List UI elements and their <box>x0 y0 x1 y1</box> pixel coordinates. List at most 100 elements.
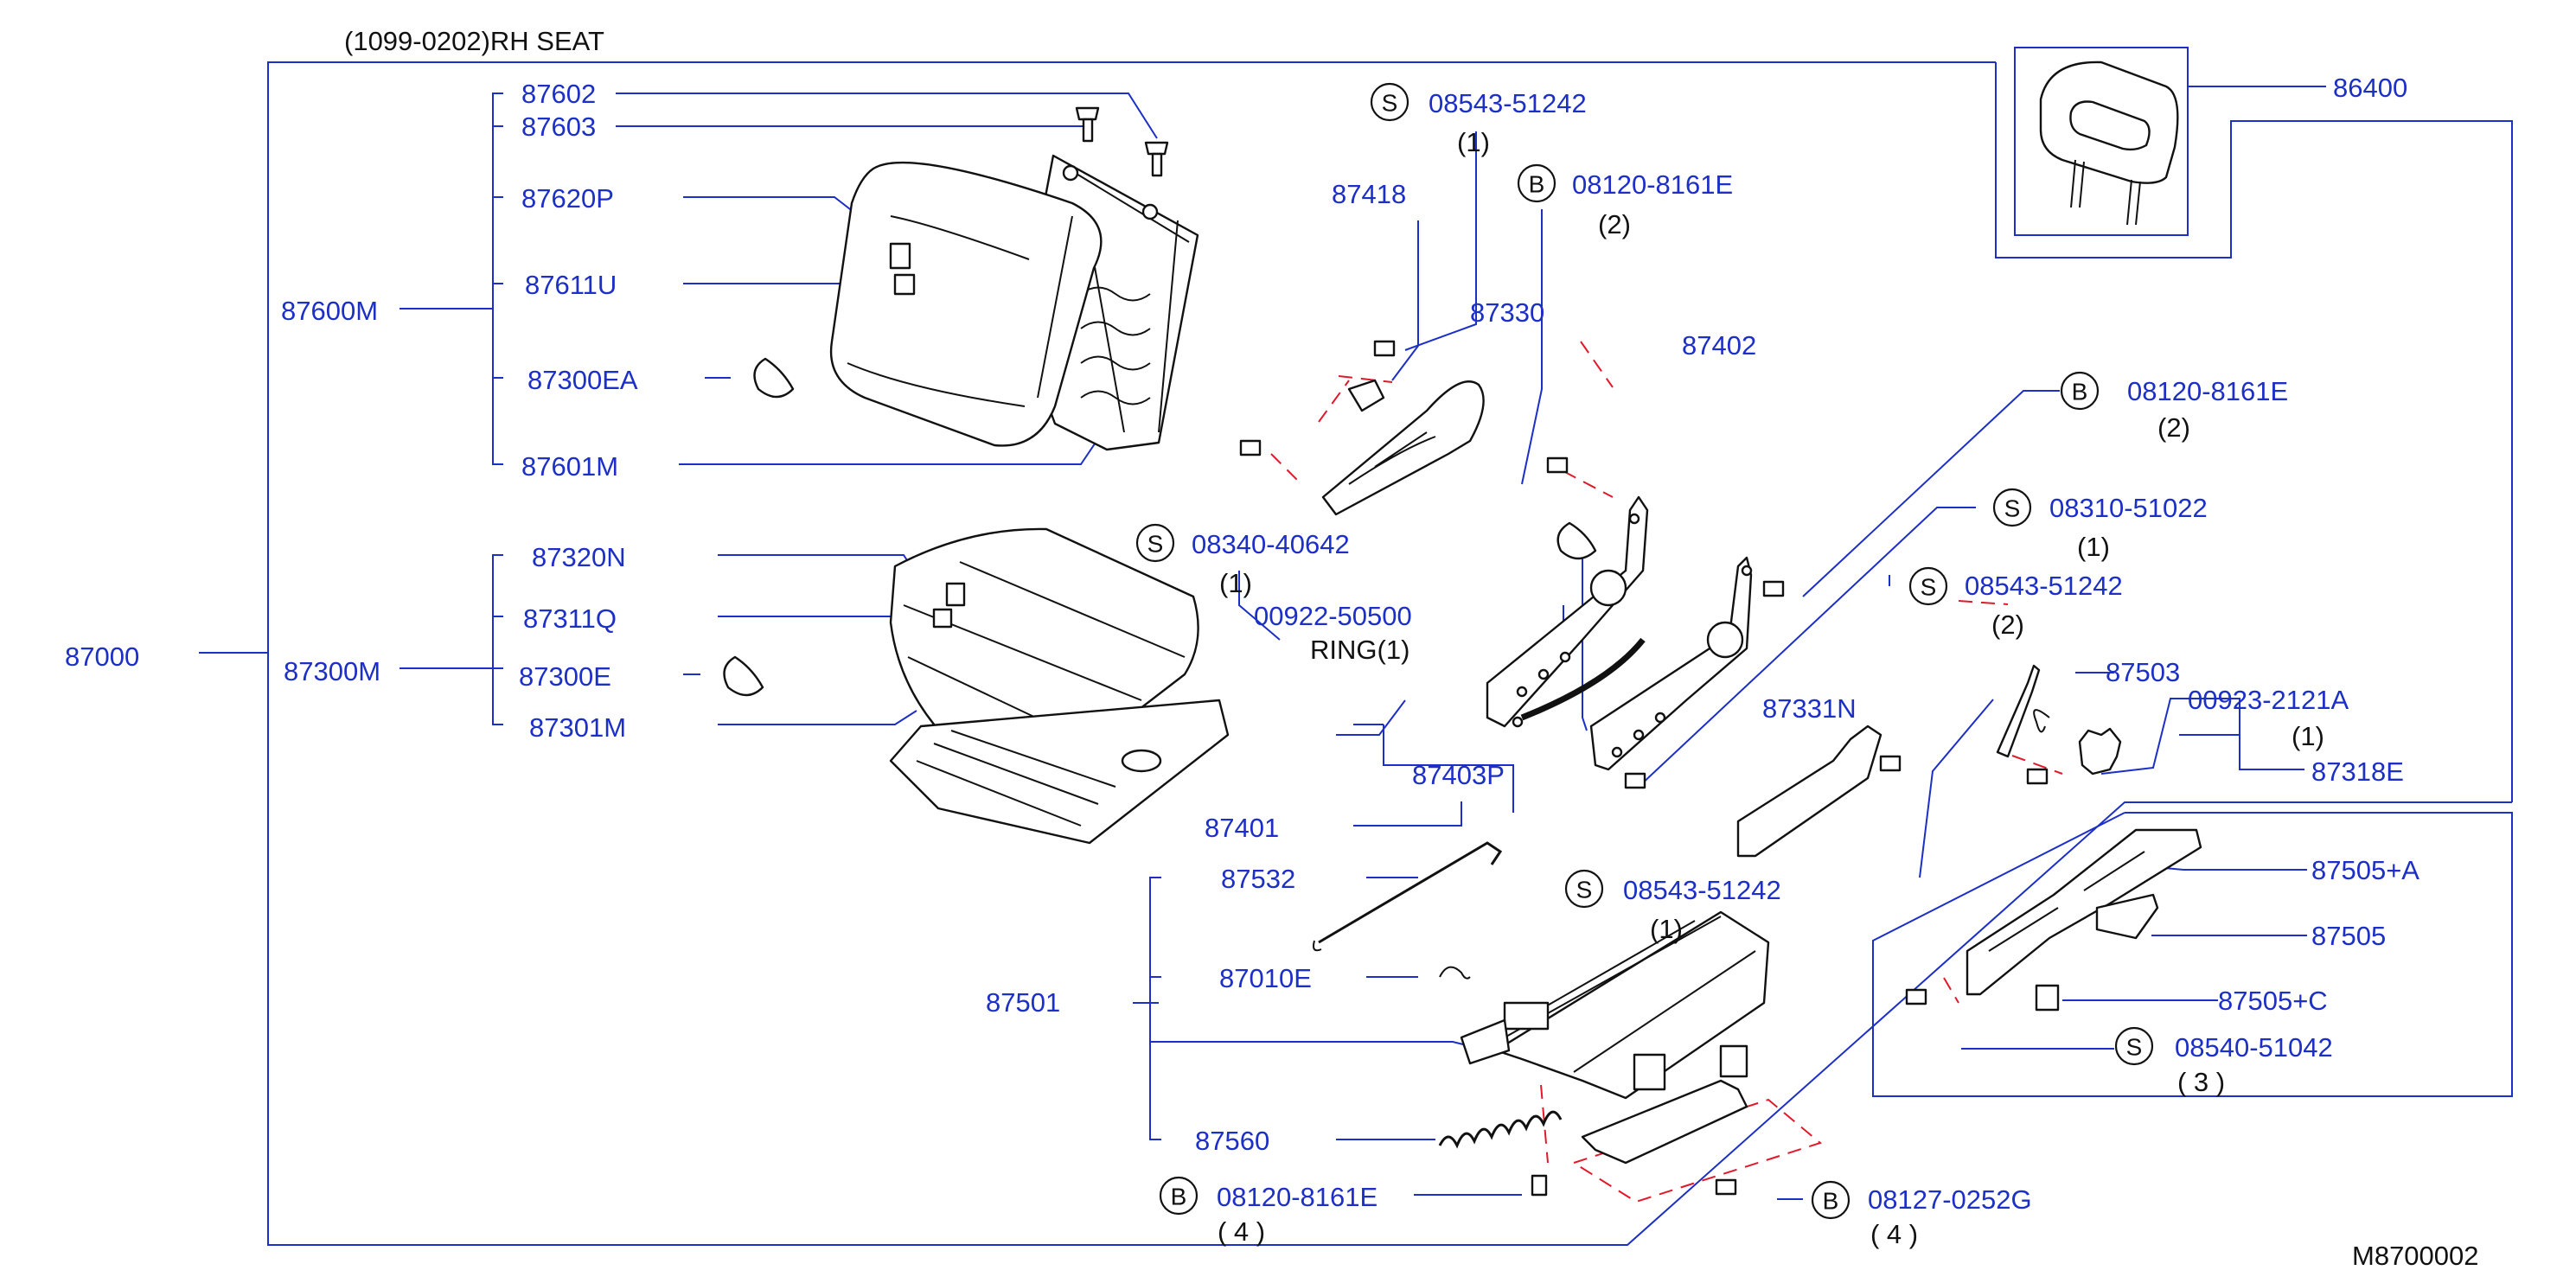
label-87620P[interactable]: 87620P <box>521 183 614 214</box>
label-87611U[interactable]: 87611U <box>525 270 617 300</box>
fastener-f3[interactable]: B 08120-8161E (2) <box>2060 371 2288 443</box>
label-87505[interactable]: 87505 <box>2311 921 2386 951</box>
label-87501[interactable]: 87501 <box>986 987 1060 1018</box>
fastener-f12-prefix: B <box>1823 1188 1839 1215</box>
fastener-f7-code: 00922-50500 <box>1254 601 1412 631</box>
fastener-f9-qty: (1) <box>1650 914 1683 944</box>
fastener-f7[interactable]: 00922-50500 RING(1) <box>1254 601 1412 665</box>
label-87000[interactable]: 87000 <box>65 642 139 672</box>
fastener-f5-code: 08543-51242 <box>1965 571 2123 601</box>
fastener-f11-prefix: B <box>1171 1184 1187 1210</box>
fastener-f6-prefix: S <box>1147 531 1164 558</box>
cover-87330 <box>1321 380 1485 516</box>
fastener-f5[interactable]: S 08543-51242 (2) <box>1908 566 2123 640</box>
knob-87318E <box>2078 727 2122 776</box>
seat-track-87501 <box>1460 910 1770 1165</box>
label-87331N[interactable]: 87331N <box>1762 693 1857 724</box>
rod-87532 <box>1318 841 1503 944</box>
label-87010E[interactable]: 87010E <box>1219 963 1312 993</box>
label-87418[interactable]: 87418 <box>1332 179 1406 209</box>
right-frame <box>1995 62 2513 802</box>
hog-ring-87300EA <box>753 357 795 399</box>
headrest-box <box>2014 47 2189 236</box>
labels: (1099-0202)RH SEAT M8700002 87000 87600M… <box>65 26 2479 1271</box>
fastener-f2[interactable]: B 08120-8161E (2) <box>1517 163 1733 239</box>
fastener-f1[interactable]: S 08543-51242 (1) <box>1370 82 1587 157</box>
fastener-f10-code: 08540-51042 <box>2175 1032 2333 1063</box>
label-87603[interactable]: 87603 <box>521 112 596 142</box>
recliner-87402 <box>1589 556 1753 771</box>
fastener-f3-code: 08120-8161E <box>2127 376 2288 406</box>
label-87330[interactable]: 87330 <box>1470 297 1544 328</box>
label-87602[interactable]: 87602 <box>521 79 596 109</box>
fastener-f4-prefix: S <box>2004 495 2021 522</box>
fastener-f10-qty: ( 3 ) <box>2177 1067 2225 1097</box>
cover-87331N <box>1736 724 1882 858</box>
label-87320N[interactable]: 87320N <box>532 542 626 572</box>
label-86400[interactable]: 86400 <box>2333 73 2407 103</box>
label-87503[interactable]: 87503 <box>2106 657 2180 687</box>
fastener-f12[interactable]: B 08127-0252G ( 4 ) <box>1811 1180 2032 1249</box>
label-87318E[interactable]: 87318E <box>2311 756 2404 787</box>
label-87401[interactable]: 87401 <box>1205 813 1279 843</box>
label-87311Q[interactable]: 87311Q <box>523 603 617 634</box>
fastener-f11-code: 08120-8161E <box>1217 1182 1377 1212</box>
label-87601M[interactable]: 87601M <box>521 451 618 482</box>
label-87300E[interactable]: 87300E <box>519 661 611 692</box>
fastener-f2-prefix: B <box>1529 171 1545 198</box>
headrest-part <box>2039 61 2179 226</box>
fastener-f8-qty: (1) <box>2292 721 2324 751</box>
frames <box>267 47 2513 1246</box>
hog-ring-87300E <box>723 655 764 697</box>
fastener-f5-qty: (2) <box>1991 610 2024 640</box>
label-87402[interactable]: 87402 <box>1682 330 1756 361</box>
fastener-f5-prefix: S <box>1921 574 1937 601</box>
fastener-f4-qty: (1) <box>2077 532 2110 562</box>
track-box <box>1872 812 2513 1097</box>
recliner-87401 <box>1486 495 1649 728</box>
fastener-f8[interactable]: 00923-2121A (1) <box>2188 685 2349 751</box>
fastener-f11-qty: ( 4 ) <box>1218 1216 1265 1247</box>
fastener-f2-code: 08120-8161E <box>1572 169 1733 200</box>
ring-00922 <box>1556 521 1597 560</box>
label-87505A[interactable]: 87505+A <box>2311 855 2419 885</box>
fastener-f12-qty: ( 4 ) <box>1870 1219 1918 1249</box>
main-frame <box>267 61 2512 1246</box>
clip-87505C <box>2035 984 2060 1012</box>
fastener-f1-code: 08543-51242 <box>1429 88 1587 118</box>
fastener-f6-code: 08340-40642 <box>1192 529 1350 559</box>
fastener-f10[interactable]: S 08540-51042 ( 3 ) <box>2114 1026 2333 1097</box>
bolts <box>1239 340 2049 1197</box>
clip-00923 <box>2033 709 2050 733</box>
fastener-f9-code: 08543-51242 <box>1623 875 1781 905</box>
label-87300M[interactable]: 87300M <box>284 656 380 686</box>
fastener-f8-code: 00923-2121A <box>2188 685 2349 715</box>
fastener-f3-qty: (2) <box>2157 412 2190 443</box>
fastener-f11[interactable]: B 08120-8161E ( 4 ) <box>1159 1176 1377 1247</box>
clip-87602 <box>1144 141 1169 177</box>
seat-cushion-part <box>889 527 1230 845</box>
label-87560[interactable]: 87560 <box>1195 1126 1269 1156</box>
clip-87010E <box>1439 966 1471 980</box>
fastener-f12-code: 08127-0252G <box>1868 1184 2032 1215</box>
label-87600M[interactable]: 87600M <box>281 296 378 326</box>
diagram-title: (1099-0202)RH SEAT <box>344 26 604 56</box>
label-87301M[interactable]: 87301M <box>529 712 626 743</box>
fastener-f1-prefix: S <box>1382 90 1398 117</box>
lever-87503 <box>1996 664 2041 758</box>
label-87532[interactable]: 87532 <box>1221 864 1295 894</box>
fastener-f4-code: 08310-51022 <box>2049 493 2208 523</box>
fastener-f10-prefix: S <box>2126 1034 2143 1061</box>
rod-87403P <box>1520 637 1646 721</box>
fastener-f4[interactable]: S 08310-51022 (1) <box>1992 488 2208 562</box>
clip-87603 <box>1075 106 1100 143</box>
fastener-f9[interactable]: S 08543-51242 (1) <box>1564 869 1781 944</box>
label-87403P[interactable]: 87403P <box>1412 760 1505 790</box>
label-87300EA[interactable]: 87300EA <box>527 365 638 395</box>
label-87505C[interactable]: 87505+C <box>2218 986 2328 1016</box>
fastener-f1-qty: (1) <box>1457 127 1490 157</box>
fastener-f6-qty: (1) <box>1219 568 1252 598</box>
spring-87560 <box>1438 1110 1563 1149</box>
fastener-f6[interactable]: S 08340-40642 (1) <box>1135 523 1350 598</box>
